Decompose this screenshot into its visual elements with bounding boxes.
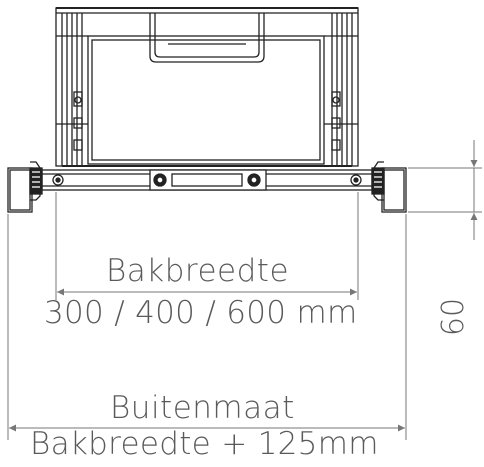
- inner-width-values: 300 / 400 / 600 mm: [44, 295, 358, 331]
- inner-width-dimension: [55, 192, 359, 300]
- height-dimension: [408, 140, 482, 240]
- right-end-bracket: [371, 161, 407, 213]
- rack-rail: [41, 169, 373, 191]
- storage-crate: [55, 7, 359, 167]
- outer-width-dimension: [7, 214, 407, 440]
- height-value: 60: [436, 297, 471, 337]
- outer-width-label: Buitenmaat: [110, 390, 295, 426]
- left-end-bracket: [7, 161, 43, 213]
- inner-width-label: Bakbreedte: [106, 253, 290, 289]
- outer-width-formula: Bakbreedte + 125mm: [30, 426, 379, 462]
